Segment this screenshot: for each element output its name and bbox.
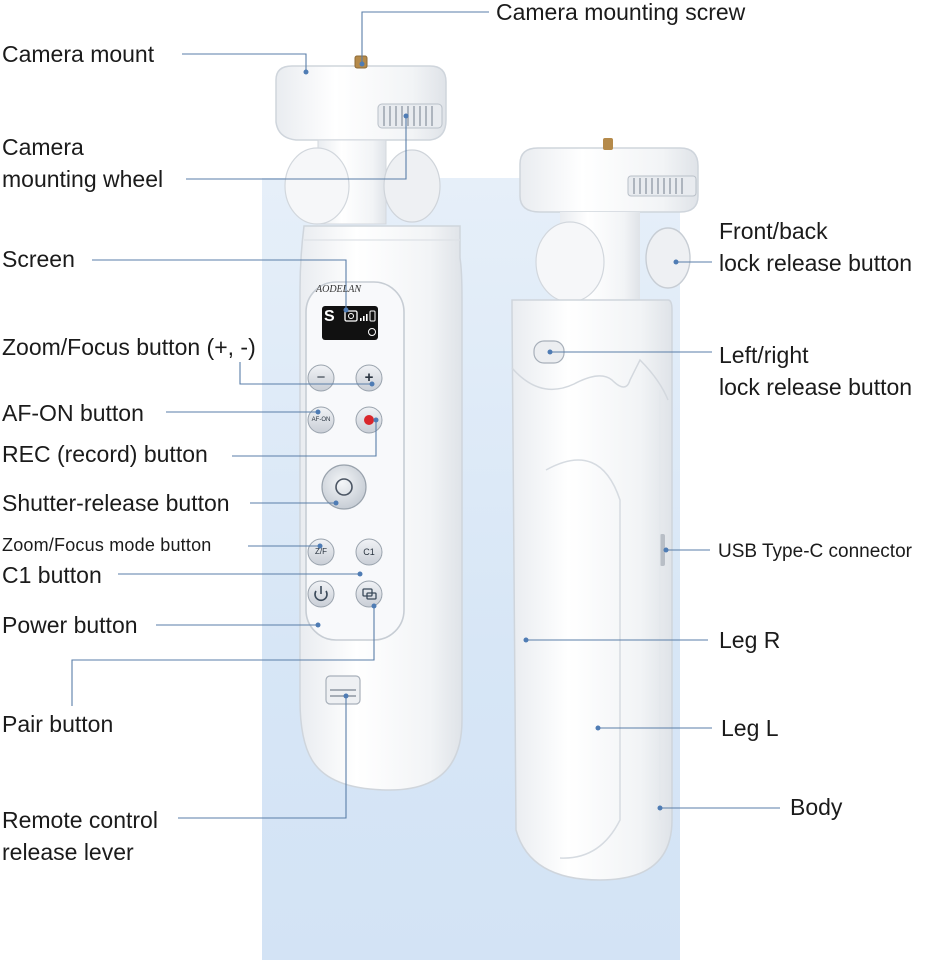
af-on-button: [307, 406, 335, 434]
usb-c-port: [660, 534, 665, 566]
label-leg-l: Leg L: [721, 715, 779, 741]
pair-hw-button: [355, 580, 383, 608]
label-screen: Screen: [2, 246, 75, 272]
screen-mode-letter: S: [324, 308, 335, 325]
label-remote-release-lever: Remote control release lever: [2, 807, 158, 865]
camera-shutter-icon: [335, 478, 353, 496]
label-af-on-button: AF-ON button: [2, 400, 144, 426]
label-camera-mounting-screw: Camera mounting screw: [496, 0, 746, 25]
shutter-release-button: [321, 464, 367, 510]
label-front-back-lock: Front/back lock release button: [719, 218, 913, 276]
side-view-device: [511, 138, 699, 881]
c1-glyph: C1: [363, 547, 375, 557]
label-pair-button: Pair button: [2, 711, 114, 737]
screen-display: [322, 306, 378, 340]
camera-mount-plate: [275, 65, 447, 141]
power-icon: [314, 590, 328, 602]
label-rec-button: REC (record) button: [2, 441, 208, 467]
af-on-glyph: AF-ON: [311, 417, 331, 423]
leader-lines: [71, 11, 780, 819]
label-body: Body: [790, 794, 843, 820]
brand-logo-text: AODELAN: [316, 284, 361, 295]
zf-glyph: Z/F: [315, 547, 327, 556]
label-camera-mount: Camera mount: [2, 41, 155, 67]
label-zoom-focus: Zoom/Focus button (+, -): [2, 334, 256, 360]
rec-dot-icon: [364, 415, 374, 425]
c1-hw-button: [355, 538, 383, 566]
label-zoom-focus-mode: Zoom/Focus mode button: [2, 535, 212, 555]
front-view-device: [275, 55, 463, 791]
label-leg-r: Leg R: [719, 627, 781, 653]
label-camera-mounting-wheel: Camera mounting wheel: [2, 134, 164, 192]
minus-glyph: −: [316, 369, 326, 386]
plus-glyph: +: [364, 369, 374, 386]
label-left-right-lock: Left/right lock release button: [719, 342, 913, 400]
label-shutter-release: Shutter-release button: [2, 490, 230, 516]
label-power-button: Power button: [2, 612, 138, 638]
label-usb-c: USB Type-C connector: [718, 541, 912, 562]
label-c1-button: C1 button: [2, 562, 102, 588]
front-back-lock-button: [645, 227, 691, 289]
